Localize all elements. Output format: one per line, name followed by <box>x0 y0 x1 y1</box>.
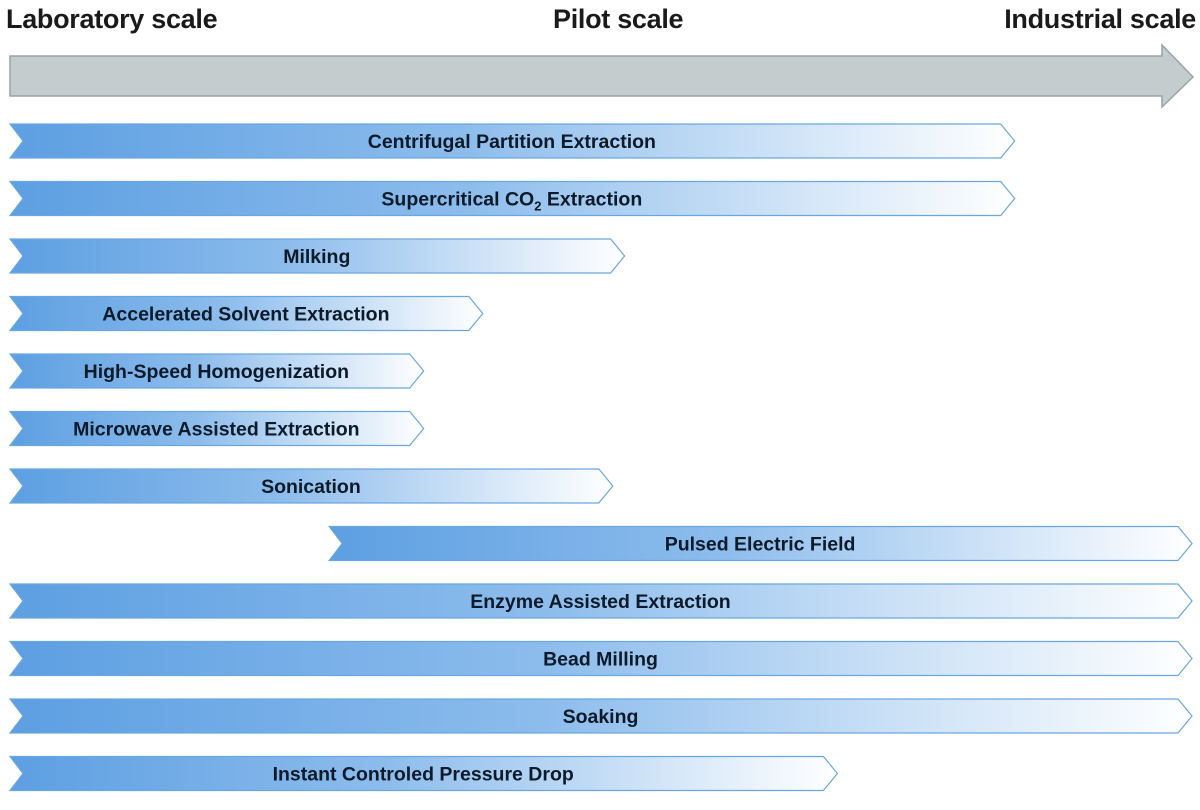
method-bar-bead-milling <box>8 640 1193 677</box>
method-bar-supercritical-co-extraction <box>8 180 1016 217</box>
method-bar-milking <box>8 238 626 274</box>
method-label-supercritical-co-extraction: Supercritical CO2 Extraction <box>381 189 642 214</box>
method-label-pulsed-electric-field: Pulsed Electric Field <box>665 534 856 556</box>
method-label-instant-controled-pressure-drop: Instant Controled Pressure Drop <box>273 764 574 786</box>
method-label-subscript: 2 <box>534 199 541 214</box>
laboratory-scale-label: Laboratory scale <box>6 4 218 34</box>
method-label-suffix: Extraction <box>541 189 642 211</box>
method-label-accelerated-solvent-extraction: Accelerated Solvent Extraction <box>102 304 389 326</box>
method-label-bead-milling: Bead Milling <box>543 649 658 671</box>
method-bar-enzyme-assisted-extraction <box>8 583 1193 619</box>
method-bar-accelerated-solvent-extraction <box>8 295 484 332</box>
method-bar-instant-controled-pressure-drop <box>8 755 839 792</box>
method-label-sonication: Sonication <box>261 476 361 498</box>
method-bar-pulsed-electric-field <box>327 525 1193 562</box>
scale-axis-arrow <box>9 43 1195 109</box>
method-bar-sonication <box>8 468 614 504</box>
pilot-scale-label: Pilot scale <box>553 4 684 34</box>
method-label-microwave-assisted-extraction: Microwave Assisted Extraction <box>73 419 359 441</box>
method-bar-microwave-assisted-extraction <box>8 410 425 447</box>
method-bar-high-speed-homogenization <box>8 353 425 389</box>
method-label-high-speed-homogenization: High-Speed Homogenization <box>84 361 349 383</box>
method-label-milking: Milking <box>283 246 350 268</box>
industrial-scale-label: Industrial scale <box>1004 4 1196 34</box>
method-bar-centrifugal-partition-extraction <box>8 123 1016 159</box>
method-label-enzyme-assisted-extraction: Enzyme Assisted Extraction <box>470 591 730 613</box>
method-label-centrifugal-partition-extraction: Centrifugal Partition Extraction <box>368 131 656 153</box>
method-label-soaking: Soaking <box>563 706 639 728</box>
method-bar-soaking <box>8 698 1193 734</box>
